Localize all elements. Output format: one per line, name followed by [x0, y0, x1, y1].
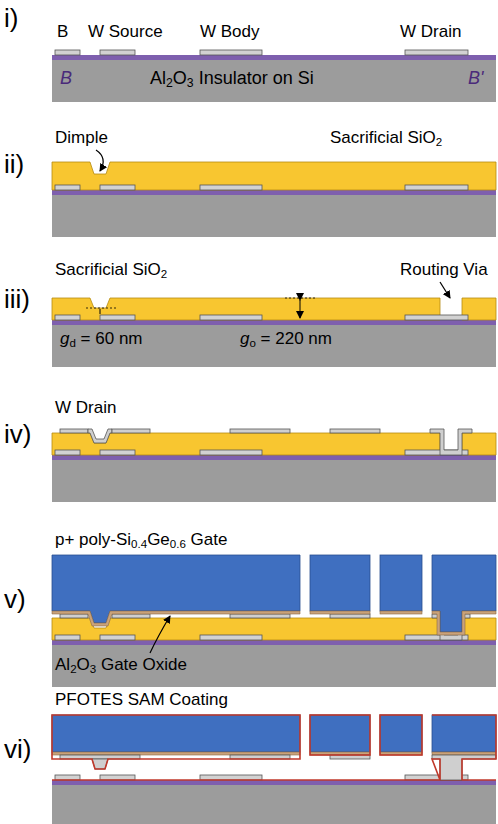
electrode-label: W Source — [88, 22, 163, 42]
cross-section-ii — [52, 162, 496, 237]
cross-section-iii — [52, 298, 496, 367]
step-number: v) — [4, 585, 26, 615]
layer-label: Al2O3 Gate Oxide — [55, 655, 187, 675]
leader-line — [440, 282, 450, 298]
electrode-label: W Body — [200, 22, 260, 42]
section-marker: B — [60, 68, 72, 89]
electrode-label: B — [57, 22, 68, 42]
cross-section-i — [52, 50, 496, 102]
leader-line — [96, 150, 103, 171]
layer-label: W Drain — [55, 398, 116, 418]
cross-section-v — [52, 555, 496, 687]
cross-section-iv — [52, 429, 496, 502]
dimension-label: go = 220 nm — [240, 329, 332, 349]
step-number: iii) — [4, 285, 30, 315]
layer-label: Sacrificial SiO2 — [55, 260, 167, 280]
layer-label: PFOTES SAM Coating — [55, 690, 228, 710]
leader-line — [150, 616, 170, 653]
step-number: ii) — [4, 150, 24, 180]
layer-label: p+ poly-Si0.4Ge0.6 Gate — [55, 530, 227, 550]
layer-label: Sacrificial SiO2 — [330, 128, 442, 148]
step-number: i) — [4, 4, 18, 34]
step-number: vi) — [4, 735, 31, 765]
cross-section-vi — [52, 715, 496, 824]
dimension-label: gd = 60 nm — [60, 329, 143, 349]
step-number: iv) — [4, 420, 31, 450]
section-marker: B' — [468, 68, 483, 89]
electrode-label: W Drain — [400, 22, 461, 42]
feature-label: Dimple — [55, 128, 108, 148]
layer-label: Al2O3 Insulator on Si — [150, 68, 314, 89]
feature-label: Routing Via — [400, 260, 488, 280]
